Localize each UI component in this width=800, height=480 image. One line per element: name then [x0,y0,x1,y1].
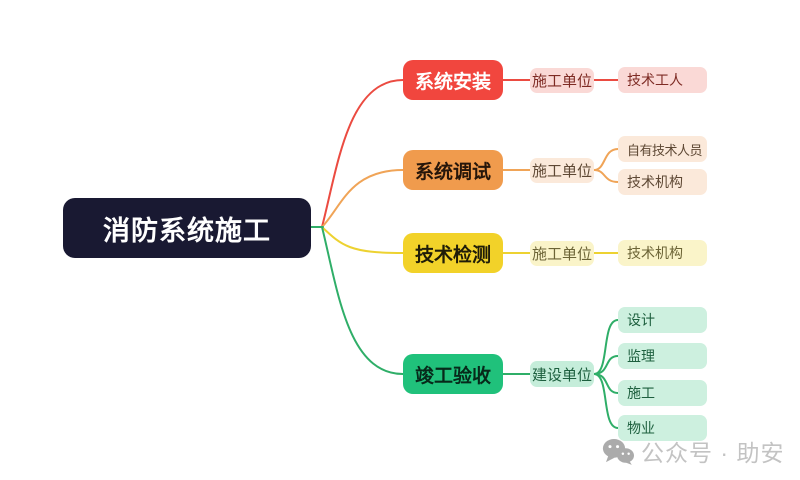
connector-root-to-completion [321,226,404,375]
root-node-fire-system-construction: 消防系统施工 [63,198,311,258]
leaf-node-technical-org-1: 技术机构 [618,169,707,195]
connector-root-to-system-debug [321,169,404,228]
watermark: 公众号 · 助安 [602,434,784,468]
connector-unit-to-supervision [593,355,619,375]
branch-node-completion-acceptance: 竣工验收 [403,354,503,394]
connector-root-to-system-install [321,79,404,228]
leaf-node-supervision: 监理 [618,343,707,369]
leaf-node-technical-worker: 技术工人 [618,67,707,93]
sub-node-construction-unit-2: 施工单位 [530,158,594,183]
branch-node-system-install: 系统安装 [403,60,503,100]
connector-unit-to-property [593,373,619,429]
connector-unit-to-construction [593,373,619,394]
sub-node-construction-unit-1: 施工单位 [530,68,594,93]
branch-node-system-debug: 系统调试 [403,150,503,190]
leaf-node-property: 物业 [618,415,707,441]
branch-node-tech-inspection: 技术检测 [403,233,503,273]
connector-unit-to-tech-org [593,169,619,183]
sub-node-construction-unit-3: 施工单位 [530,241,594,266]
wechat-icon [602,438,634,465]
connector-root-to-tech-inspection [321,226,404,254]
sub-node-building-unit: 建设单位 [530,361,594,387]
leaf-node-construction: 施工 [618,380,707,406]
leaf-node-technical-org-2: 技术机构 [618,240,707,266]
connector-unit-to-own-staff [593,148,619,171]
leaf-node-own-technical-staff: 自有技术人员 [618,136,707,162]
watermark-text: 公众号 · 助安 [641,440,785,466]
leaf-node-design: 设计 [618,307,707,333]
